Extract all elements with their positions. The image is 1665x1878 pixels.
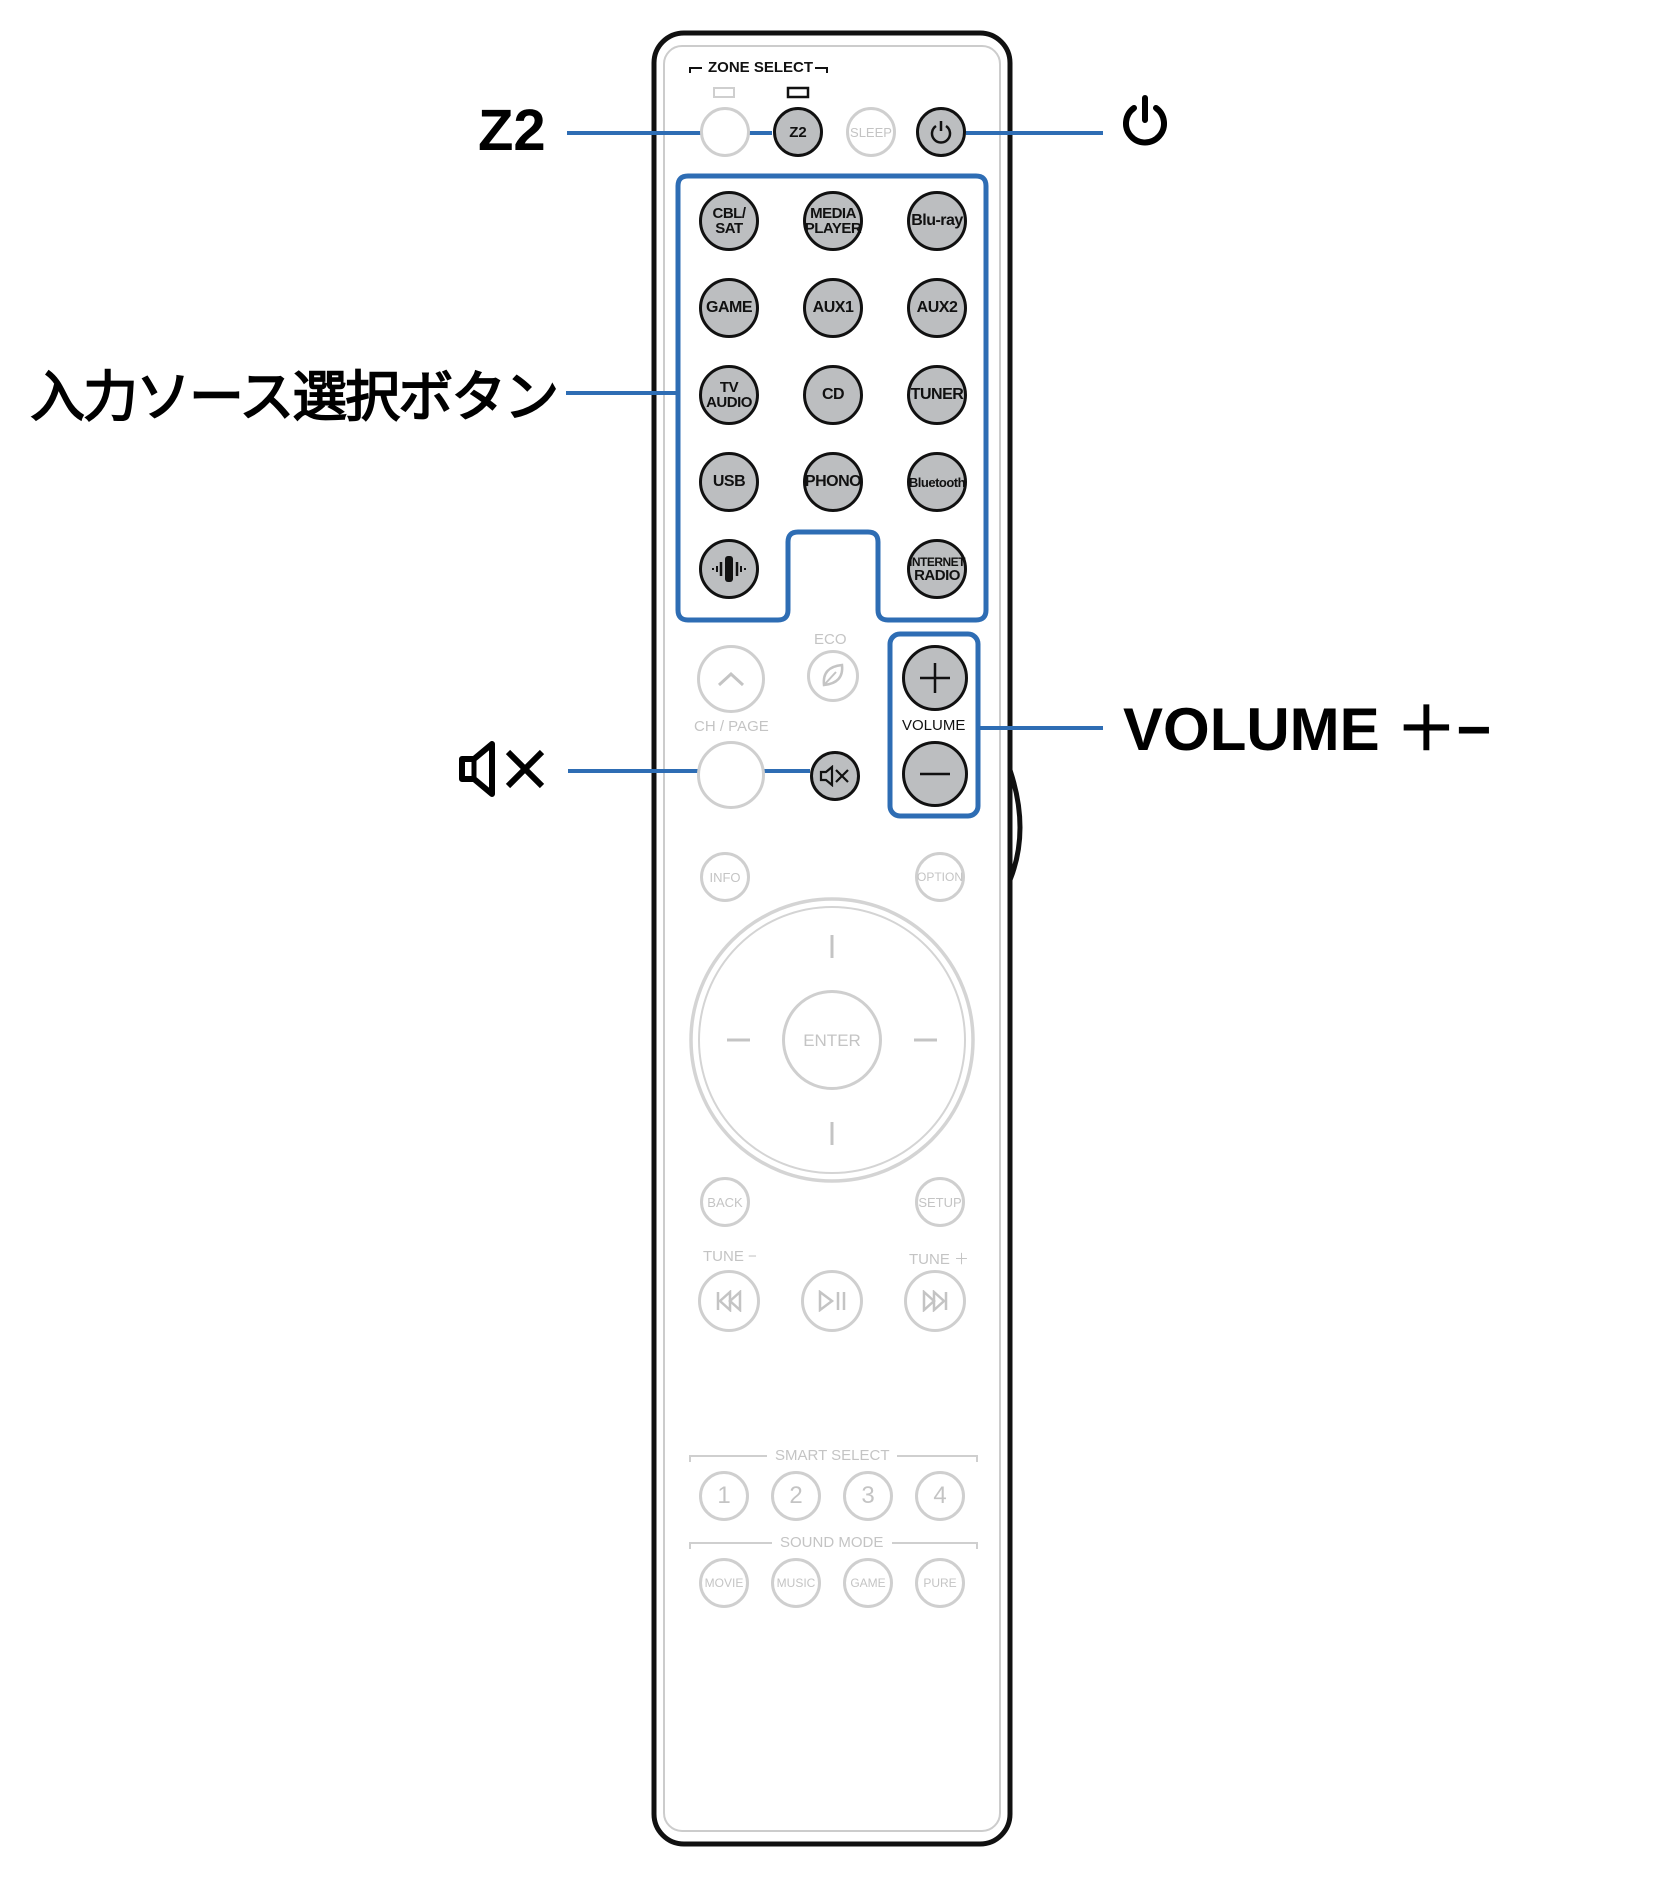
callout-input-source: 入力ソース選択ボタン <box>30 365 559 429</box>
back-button[interactable]: BACK <box>700 1177 750 1227</box>
skip-forward-button[interactable] <box>904 1270 966 1332</box>
aux1-button[interactable]: AUX1 <box>803 278 863 338</box>
smart-select-2-button[interactable]: 2 <box>771 1471 821 1521</box>
minus-icon <box>920 772 950 776</box>
volume-label: VOLUME <box>902 717 966 734</box>
volume-down-button[interactable] <box>902 741 968 807</box>
callout-power-icon <box>1118 94 1172 152</box>
info-button[interactable]: INFO <box>700 852 750 902</box>
heos-music-icon <box>712 556 746 582</box>
smart-select-3-button[interactable]: 3 <box>843 1471 893 1521</box>
volume-up-button[interactable] <box>902 645 968 711</box>
callout-mute-icon <box>458 740 552 802</box>
zone-indicator-main <box>713 87 735 98</box>
skip-back-icon <box>716 1290 742 1312</box>
media-player-label: MEDIA <box>810 205 856 222</box>
zone-indicator-z2 <box>786 86 810 99</box>
cbl-sat-label: SAT <box>715 220 743 237</box>
main-zone-button[interactable] <box>700 107 750 157</box>
tune-minus-label: TUNE − <box>703 1248 757 1265</box>
eco-label: ECO <box>814 631 847 648</box>
tune-plus-label: TUNE ＋ <box>909 1251 970 1268</box>
callout-volume: VOLUME ＋− <box>1123 696 1492 763</box>
bluetooth-button[interactable]: Bluetooth <box>907 452 967 512</box>
aux2-button[interactable]: AUX2 <box>907 278 967 338</box>
zone-select-bracket-right <box>815 67 828 73</box>
sound-mode-game-button[interactable]: GAME <box>843 1558 893 1608</box>
internet-radio-label: RADIO <box>914 566 960 584</box>
usb-label: USB <box>712 473 746 490</box>
game-label: GAME <box>706 299 753 316</box>
option-button[interactable]: OPTION <box>915 852 965 902</box>
sound-mode-music-button[interactable]: MUSIC <box>771 1558 821 1608</box>
cursor-ring <box>689 897 975 1183</box>
sound-mode-movie-button[interactable]: MOVIE <box>699 1558 749 1608</box>
play-pause-button[interactable] <box>801 1270 863 1332</box>
tuner-button[interactable]: TUNER <box>907 365 967 425</box>
power-button[interactable] <box>916 107 966 157</box>
ch-page-up-button[interactable] <box>697 645 765 713</box>
sound-mode-pure-button[interactable]: PURE <box>915 1558 965 1608</box>
chevron-up-icon <box>717 671 745 687</box>
sleep-button[interactable]: SLEEP <box>846 107 896 157</box>
zone-select-label: ZONE SELECT <box>708 59 814 76</box>
ch-page-label: CH / PAGE <box>694 718 769 735</box>
mute-button[interactable] <box>810 751 860 801</box>
input-group-highlight <box>675 173 989 623</box>
leaf-icon <box>822 663 844 687</box>
enter-button[interactable]: ENTER <box>782 990 882 1090</box>
aux1-label: AUX1 <box>812 299 854 316</box>
game-button[interactable]: GAME <box>699 278 759 338</box>
plus-icon <box>920 663 950 693</box>
skip-forward-icon <box>922 1290 948 1312</box>
smart-select-4-button[interactable]: 4 <box>915 1471 965 1521</box>
cbl-sat-button[interactable]: CBL/SAT <box>699 191 759 251</box>
smart-select-1-button[interactable]: 1 <box>699 1471 749 1521</box>
blu-ray-button[interactable]: Blu-ray <box>907 191 967 251</box>
heos-music-button[interactable] <box>699 539 759 599</box>
zone-select-bracket-left <box>689 67 702 73</box>
usb-button[interactable]: USB <box>699 452 759 512</box>
mute-icon <box>819 765 849 787</box>
internet-radio-label: INTERNET <box>909 554 966 569</box>
blu-ray-label: Blu-ray <box>911 212 963 229</box>
cd-label: CD <box>821 386 845 403</box>
eco-button[interactable] <box>807 650 859 702</box>
volume-group-highlight <box>887 631 981 819</box>
bluetooth-label: Bluetooth <box>908 474 966 490</box>
cd-button[interactable]: CD <box>803 365 863 425</box>
play-pause-icon <box>818 1290 846 1312</box>
setup-button[interactable]: SETUP <box>915 1177 965 1227</box>
aux2-label: AUX2 <box>916 299 958 316</box>
sound-mode-label: SOUND MODE <box>780 1534 884 1551</box>
ch-page-down-button[interactable] <box>697 741 765 809</box>
tv-audio-label: AUDIO <box>706 394 752 411</box>
cbl-sat-label: CBL/ <box>712 205 747 222</box>
media-player-label: PLAYER <box>804 220 862 237</box>
skip-back-button[interactable] <box>698 1270 760 1332</box>
phono-button[interactable]: PHONO <box>803 452 863 512</box>
tuner-label: TUNER <box>910 386 964 403</box>
power-icon <box>930 121 952 144</box>
tv-audio-label: TV <box>719 379 739 396</box>
smart-select-label: SMART SELECT <box>775 1447 890 1464</box>
phono-label: PHONO <box>804 473 862 490</box>
callout-z2: Z2 <box>478 98 546 163</box>
z2-button[interactable]: Z2 <box>773 107 823 157</box>
